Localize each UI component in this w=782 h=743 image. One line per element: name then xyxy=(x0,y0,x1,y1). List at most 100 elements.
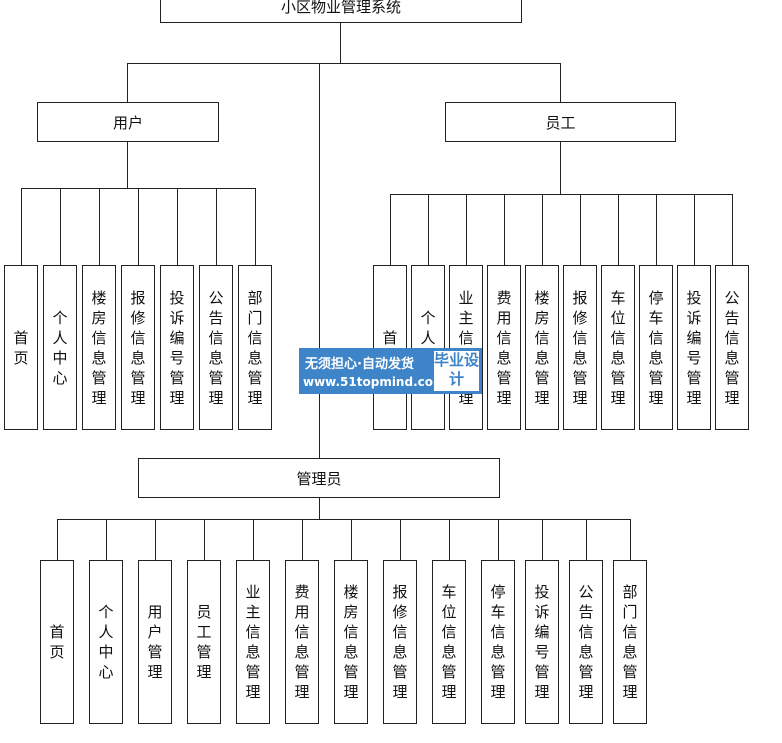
connector-staff-module xyxy=(732,194,733,265)
admin-module-7: 报修信息管理 xyxy=(383,560,417,724)
staff-module-6-label: 车位信息管理 xyxy=(610,288,626,407)
admin-module-10-label: 投诉编号管理 xyxy=(534,583,550,701)
admin-module-11: 公告信息管理 xyxy=(569,560,603,724)
admin-module-10: 投诉编号管理 xyxy=(525,560,559,724)
admin-module-0-label: 首页 xyxy=(49,623,65,661)
connector-admin-module xyxy=(155,519,156,560)
staff-module-8: 投诉编号管理 xyxy=(677,265,711,430)
connector-admin-module xyxy=(542,519,543,560)
watermark-logo: 毕业设计 xyxy=(434,351,479,391)
role-node-user: 用户 xyxy=(37,102,219,142)
connector-staff-module xyxy=(504,194,505,265)
connector-staff-module xyxy=(580,194,581,265)
connector-admin-module xyxy=(449,519,450,560)
admin-module-4: 业主信息管理 xyxy=(236,560,270,724)
user-module-2: 楼房信息管理 xyxy=(82,265,116,430)
connector-user-module xyxy=(177,188,178,265)
user-module-6: 部门信息管理 xyxy=(238,265,272,430)
connector-staff-module xyxy=(466,194,467,265)
staff-module-4-label: 楼房信息管理 xyxy=(534,288,550,407)
connector-admin-module xyxy=(302,519,303,560)
connector-staff-bar xyxy=(390,194,733,195)
role-node-admin-label: 管理员 xyxy=(296,469,342,488)
admin-module-8: 车位信息管理 xyxy=(432,560,466,724)
admin-module-12-label: 部门信息管理 xyxy=(622,583,638,701)
connector-user-module xyxy=(99,188,100,265)
admin-module-3-label: 员工管理 xyxy=(196,603,212,681)
staff-module-9-label: 公告信息管理 xyxy=(724,288,740,407)
connector-admin-module xyxy=(253,519,254,560)
connector-admin-trunk xyxy=(319,498,320,519)
admin-module-1: 个人中心 xyxy=(89,560,123,724)
connector-to-user xyxy=(127,63,128,102)
admin-module-2-label: 用户管理 xyxy=(147,603,163,681)
staff-module-9: 公告信息管理 xyxy=(715,265,749,430)
user-module-0: 首页 xyxy=(4,265,38,430)
admin-module-3: 员工管理 xyxy=(187,560,221,724)
admin-module-9: 停车信息管理 xyxy=(481,560,515,724)
root-node: 小区物业管理系统 xyxy=(160,0,522,23)
user-module-1: 个人中心 xyxy=(43,265,77,430)
staff-module-7-label: 停车信息管理 xyxy=(648,288,664,407)
connector-admin-module xyxy=(498,519,499,560)
staff-module-5: 报修信息管理 xyxy=(563,265,597,430)
user-module-4-label: 投诉编号管理 xyxy=(169,288,185,407)
connector-role-bar xyxy=(127,63,561,64)
connector-staff-module xyxy=(428,194,429,265)
admin-module-5-label: 费用信息管理 xyxy=(294,583,310,701)
user-module-4: 投诉编号管理 xyxy=(160,265,194,430)
connector-user-bar xyxy=(21,188,256,189)
user-module-6-label: 部门信息管理 xyxy=(247,288,263,407)
connector-staff-module xyxy=(694,194,695,265)
connector-admin-module xyxy=(630,519,631,560)
admin-module-5: 费用信息管理 xyxy=(285,560,319,724)
user-module-3-label: 报修信息管理 xyxy=(130,288,146,407)
admin-module-1-label: 个人中心 xyxy=(98,603,114,681)
connector-user-module xyxy=(138,188,139,265)
connector-staff-module xyxy=(656,194,657,265)
staff-module-4: 楼房信息管理 xyxy=(525,265,559,430)
connector-to-staff xyxy=(560,63,561,102)
connector-admin-module xyxy=(57,519,58,560)
root-node-label: 小区物业管理系统 xyxy=(280,0,401,16)
user-module-5-label: 公告信息管理 xyxy=(208,288,224,407)
admin-module-2: 用户管理 xyxy=(138,560,172,724)
admin-module-11-label: 公告信息管理 xyxy=(578,583,594,701)
connector-root-trunk xyxy=(340,23,341,63)
connector-user-trunk xyxy=(127,142,128,188)
connector-admin-module xyxy=(204,519,205,560)
role-node-staff: 员工 xyxy=(445,102,676,142)
connector-to-admin xyxy=(319,63,320,458)
connector-admin-bar xyxy=(57,519,631,520)
watermark-slogan: 无须担心·自动发货 xyxy=(305,357,414,372)
watermark-badge: 无须担心·自动发货 www.51topmind.com 毕业设计 xyxy=(299,348,482,394)
user-module-0-label: 首页 xyxy=(13,328,29,367)
role-node-staff-label: 员工 xyxy=(545,113,576,132)
staff-module-7: 停车信息管理 xyxy=(639,265,673,430)
connector-staff-module xyxy=(542,194,543,265)
connector-user-module xyxy=(216,188,217,265)
admin-module-4-label: 业主信息管理 xyxy=(245,583,261,701)
connector-user-module xyxy=(21,188,22,265)
staff-module-3: 费用信息管理 xyxy=(487,265,521,430)
connector-admin-module xyxy=(586,519,587,560)
staff-module-6: 车位信息管理 xyxy=(601,265,635,430)
admin-module-7-label: 报修信息管理 xyxy=(392,583,408,701)
connector-user-module xyxy=(60,188,61,265)
admin-module-0: 首页 xyxy=(40,560,74,724)
connector-admin-module xyxy=(351,519,352,560)
staff-module-8-label: 投诉编号管理 xyxy=(686,288,702,407)
admin-module-12: 部门信息管理 xyxy=(613,560,647,724)
staff-module-3-label: 费用信息管理 xyxy=(496,288,512,407)
connector-admin-module xyxy=(400,519,401,560)
user-module-3: 报修信息管理 xyxy=(121,265,155,430)
user-module-2-label: 楼房信息管理 xyxy=(91,288,107,407)
admin-module-6: 楼房信息管理 xyxy=(334,560,368,724)
staff-module-5-label: 报修信息管理 xyxy=(572,288,588,407)
admin-module-6-label: 楼房信息管理 xyxy=(343,583,359,701)
watermark-url: www.51topmind.com xyxy=(303,375,446,389)
connector-staff-trunk xyxy=(560,142,561,194)
connector-admin-module xyxy=(106,519,107,560)
connector-staff-module xyxy=(618,194,619,265)
